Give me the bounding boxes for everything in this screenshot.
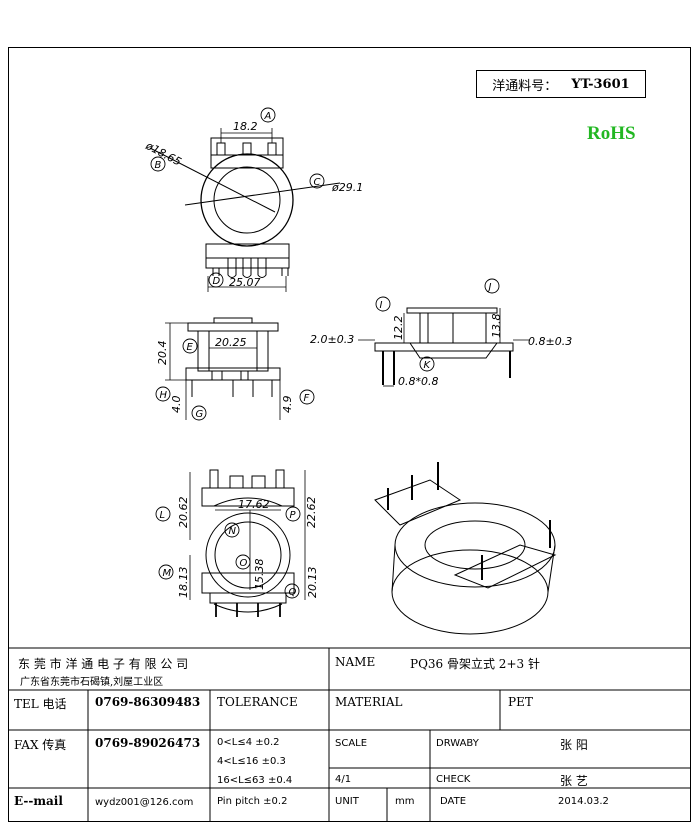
dimension-side-height: 20.4 — [156, 341, 169, 366]
dimension-h-left-lower: 18.13 — [177, 567, 190, 599]
dimension-dia-inner: ø18.65 — [143, 139, 184, 169]
drawby-label: DRWABY — [436, 738, 479, 749]
dimension-top-pitch: 18.2 — [233, 120, 258, 133]
tel-label: TEL 电话 — [14, 697, 67, 711]
callout-n: N — [229, 526, 237, 537]
email-label: E--mail — [14, 794, 63, 808]
callout-o: O — [240, 558, 248, 569]
callout-d: D — [213, 276, 221, 287]
dimension-pin-offset: 2.0±0.3 — [310, 333, 354, 346]
dimension-h-left-upper: 20.62 — [177, 497, 190, 529]
right-view — [358, 307, 530, 387]
dimension-pin-dia: 0.8±0.3 — [528, 335, 572, 348]
dimension-pin-len-left: 4.0 — [170, 396, 183, 414]
dimension-right-h2: 13.8 — [490, 314, 503, 339]
company-name: 东 莞 市 洋 通 电 子 有 限 公 司 — [18, 657, 189, 671]
fax-value: 0769-89026473 — [95, 736, 201, 750]
dimension-right-h1: 12.2 — [392, 316, 405, 341]
dimension-bottom-width: 25.07 — [229, 276, 261, 289]
callout-k: K — [424, 360, 432, 371]
dimension-h-right-upper: 22.62 — [305, 497, 318, 529]
unit-label: UNIT — [335, 796, 359, 807]
scale-label: SCALE — [335, 738, 368, 749]
company-address: 广东省东莞市石碣镇,刘屋工业区 — [20, 677, 164, 688]
dimension-dia-outer: ø29.1 — [331, 181, 363, 194]
rohs-mark: RoHS — [587, 123, 636, 144]
callout-p: P — [290, 510, 297, 521]
check-label: CHECK — [436, 774, 471, 785]
name-value: PQ36 骨架立式 2+3 针 — [410, 657, 540, 671]
pin-pitch: Pin pitch ±0.2 — [217, 796, 288, 807]
tolerance-label: TOLERANCE — [217, 695, 298, 709]
tel-value: 0769-86309483 — [95, 695, 201, 709]
part-number: YT-3601 — [571, 76, 630, 92]
email-value: wydz001@126.com — [95, 797, 194, 808]
callout-a: A — [264, 111, 272, 122]
callout-f: F — [304, 393, 310, 404]
material-label: MATERIAL — [335, 695, 403, 709]
part-number-label: 洋通料号： — [492, 78, 558, 94]
callout-q: Q — [289, 587, 297, 598]
callout-h: H — [160, 390, 168, 401]
callout-circles — [150, 107, 500, 599]
callout-g: G — [196, 409, 204, 420]
date-label: DATE — [440, 796, 467, 807]
callout-c: C — [314, 177, 321, 188]
drawby-value: 张 阳 — [560, 738, 588, 752]
part-number-box: 洋通料号： YT-3601 — [476, 70, 646, 98]
drawing-sheet — [8, 47, 691, 822]
isometric-view — [374, 462, 557, 635]
callout-e: E — [187, 342, 194, 353]
tolerance-row-1: 0<L≤4 ±0.2 — [217, 737, 280, 748]
dimension-inner-width: 17.62 — [238, 498, 270, 511]
title-block-grid — [8, 647, 691, 822]
tolerance-row-2: 4<L≤16 ±0.3 — [217, 756, 286, 767]
name-label: NAME — [335, 655, 376, 669]
date-value: 2014.03.2 — [558, 796, 609, 807]
callout-i: I — [380, 300, 383, 311]
callout-j: J — [487, 282, 492, 293]
dimension-h-right-lower: 20.13 — [306, 567, 319, 599]
side-view — [165, 317, 281, 420]
dimension-flange-width: 20.25 — [215, 336, 247, 349]
fax-label: FAX 传真 — [14, 738, 67, 752]
check-value: 张 艺 — [560, 774, 588, 788]
material-value: PET — [508, 695, 533, 709]
front-view — [189, 469, 306, 617]
callout-l: L — [160, 510, 166, 521]
callout-b: B — [155, 160, 162, 171]
dimension-inner-low: 15.38 — [253, 559, 266, 591]
scale-value: 4/1 — [335, 774, 352, 785]
dimension-pin-len-right: 4.9 — [281, 396, 294, 414]
tolerance-row-3: 16<L≤63 ±0.4 — [217, 775, 293, 786]
unit-value: mm — [395, 796, 415, 807]
callout-m: M — [163, 568, 172, 579]
top-view — [149, 128, 341, 292]
dimension-pin-square: 0.8*0.8 — [398, 375, 439, 388]
